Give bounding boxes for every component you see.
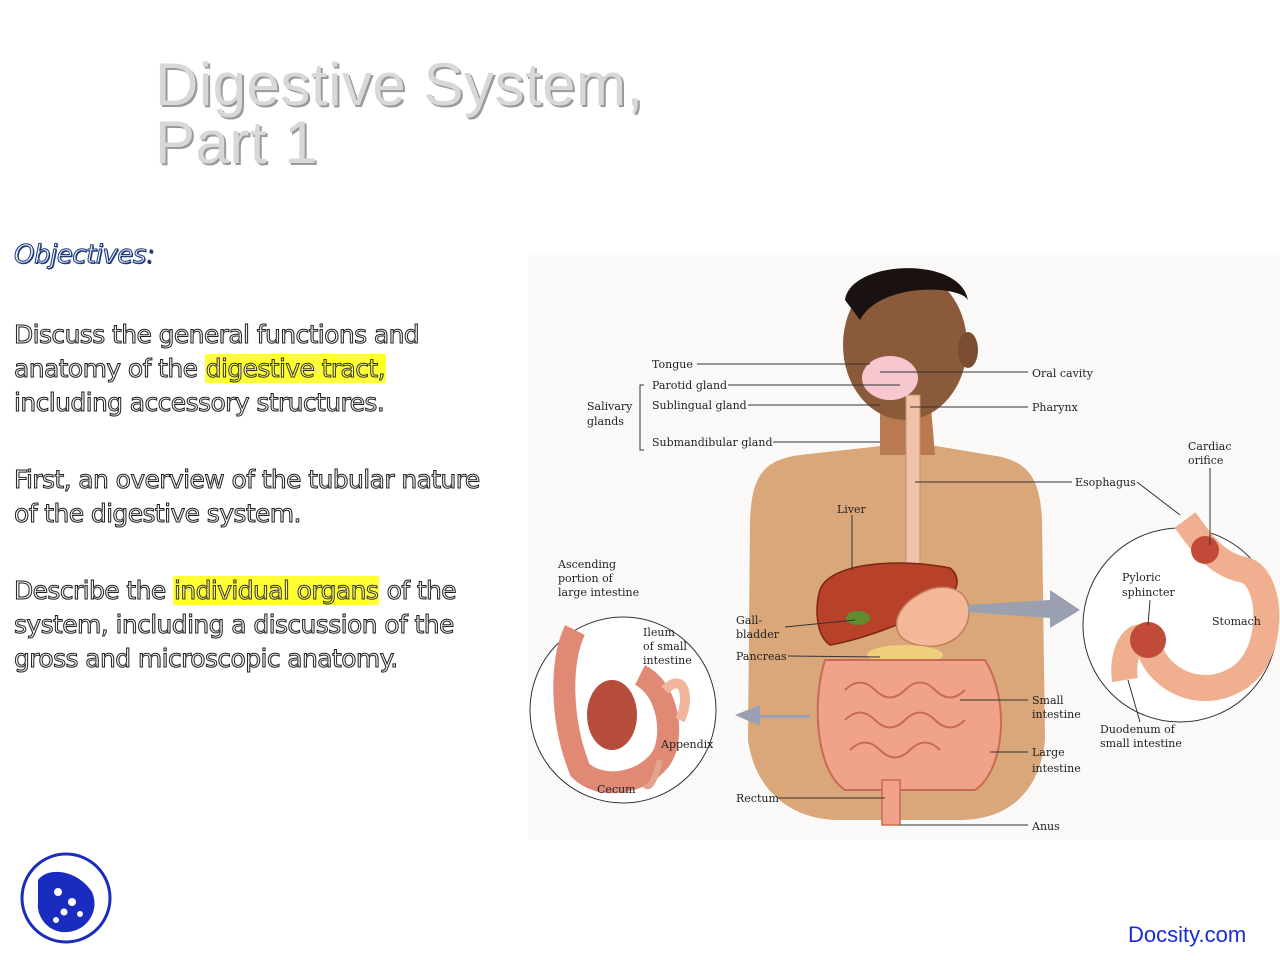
objectives-colon: : [145, 240, 155, 270]
label-rectum: Rectum [736, 792, 779, 805]
label-large-line2: intestine [1032, 762, 1081, 775]
slide-title: Digestive System, Part 1 [155, 51, 644, 176]
salivary-glands-shape [862, 356, 918, 400]
rectum-shape [881, 779, 901, 826]
label-gall-line1: Gall- [736, 614, 762, 627]
arrow-to-intestine-inset [735, 705, 810, 726]
p3-line1-post: of the [379, 576, 457, 606]
esophagus-shape [905, 394, 921, 591]
p1-line2-pre: anatomy of the [14, 354, 205, 384]
objective-paragraph-2: First, an overview of the tubular nature… [14, 463, 481, 531]
label-ileum-line1: Ileum [643, 626, 675, 639]
label-duodenum-line2: small intestine [1100, 737, 1182, 750]
label-parotid-gland: Parotid gland [652, 379, 727, 392]
stomach-shape [895, 586, 970, 648]
p3-line3: gross and microscopic anatomy. [13, 644, 398, 674]
highlight-individual-organs: individual organs [173, 576, 379, 606]
label-small-line1: Small [1032, 694, 1064, 707]
p1-line2: anatomy of the digestive tract, [14, 352, 419, 386]
docsity-logo-icon [20, 852, 112, 944]
label-submandibular-gland: Submandibular gland [652, 436, 773, 449]
label-stomach: Stomach [1212, 615, 1261, 628]
slide-title-line2: Part 1 [155, 109, 319, 176]
digestive-system-illustration: Tongue Parotid gland Sublingual gland Su… [528, 255, 1280, 840]
label-ascending-line1: Ascending [557, 558, 616, 571]
label-duodenum-line1: Duodenum of [1100, 723, 1176, 736]
label-oral-cavity: Oral cavity [1032, 367, 1094, 380]
label-tongue: Tongue [652, 358, 693, 371]
label-cecum: Cecum [597, 783, 636, 796]
label-ileum-line3: intestine [643, 654, 692, 667]
highlight-digestive-tract: digestive tract, [204, 354, 386, 384]
label-pyloric-line2: sphincter [1122, 586, 1175, 599]
label-anus: Anus [1031, 820, 1060, 833]
objective-paragraph-1: Discuss the general functions and anatom… [13, 318, 420, 420]
objectives-label: Objectives [14, 240, 147, 271]
label-pyloric-line1: Pyloric [1122, 571, 1161, 584]
p1-line1: Discuss the general functions and [13, 320, 420, 350]
objective-paragraph-3: Describe the individual organs of the sy… [13, 574, 458, 676]
intestines-shape [816, 659, 1002, 791]
p3-line1-pre: Describe the [14, 576, 173, 606]
label-cardiac-line1: Cardiac [1188, 440, 1232, 453]
p2-line2: of the digestive system. [14, 499, 303, 529]
label-cardiac-line2: orifice [1188, 454, 1223, 467]
label-pharynx: Pharynx [1032, 401, 1079, 414]
label-small-line2: intestine [1032, 708, 1081, 721]
label-salivary-line1: Salivary [587, 400, 633, 413]
p1-line3: including accessory structures. [13, 388, 385, 418]
label-appendix: Appendix [660, 738, 714, 751]
label-ascending-line2: portion of [558, 572, 614, 585]
arrow-to-stomach-inset [968, 590, 1080, 628]
label-gall-line2: bladder [736, 628, 780, 641]
label-ileum-line2: of small [643, 640, 687, 653]
docsity-brand-link[interactable]: Docsity.com [1128, 922, 1247, 947]
label-pancreas: Pancreas [736, 650, 787, 663]
objectives-heading: Objectives: [14, 240, 155, 271]
p2-line1: First, an overview of the tubular nature [14, 465, 481, 495]
label-sublingual-gland: Sublingual gland [652, 399, 747, 412]
label-liver: Liver [837, 503, 867, 516]
label-large-line1: Large [1032, 746, 1065, 759]
gallbladder-shape [846, 611, 870, 625]
label-ascending-line3: large intestine [558, 586, 639, 599]
label-salivary-line2: glands [587, 415, 624, 428]
p3-line1: Describe the individual organs of the [14, 574, 458, 608]
label-esophagus: Esophagus [1075, 476, 1136, 489]
slide-title-line1: Digestive System, [155, 51, 644, 118]
p3-line2: system, including a discussion of the [13, 610, 454, 640]
